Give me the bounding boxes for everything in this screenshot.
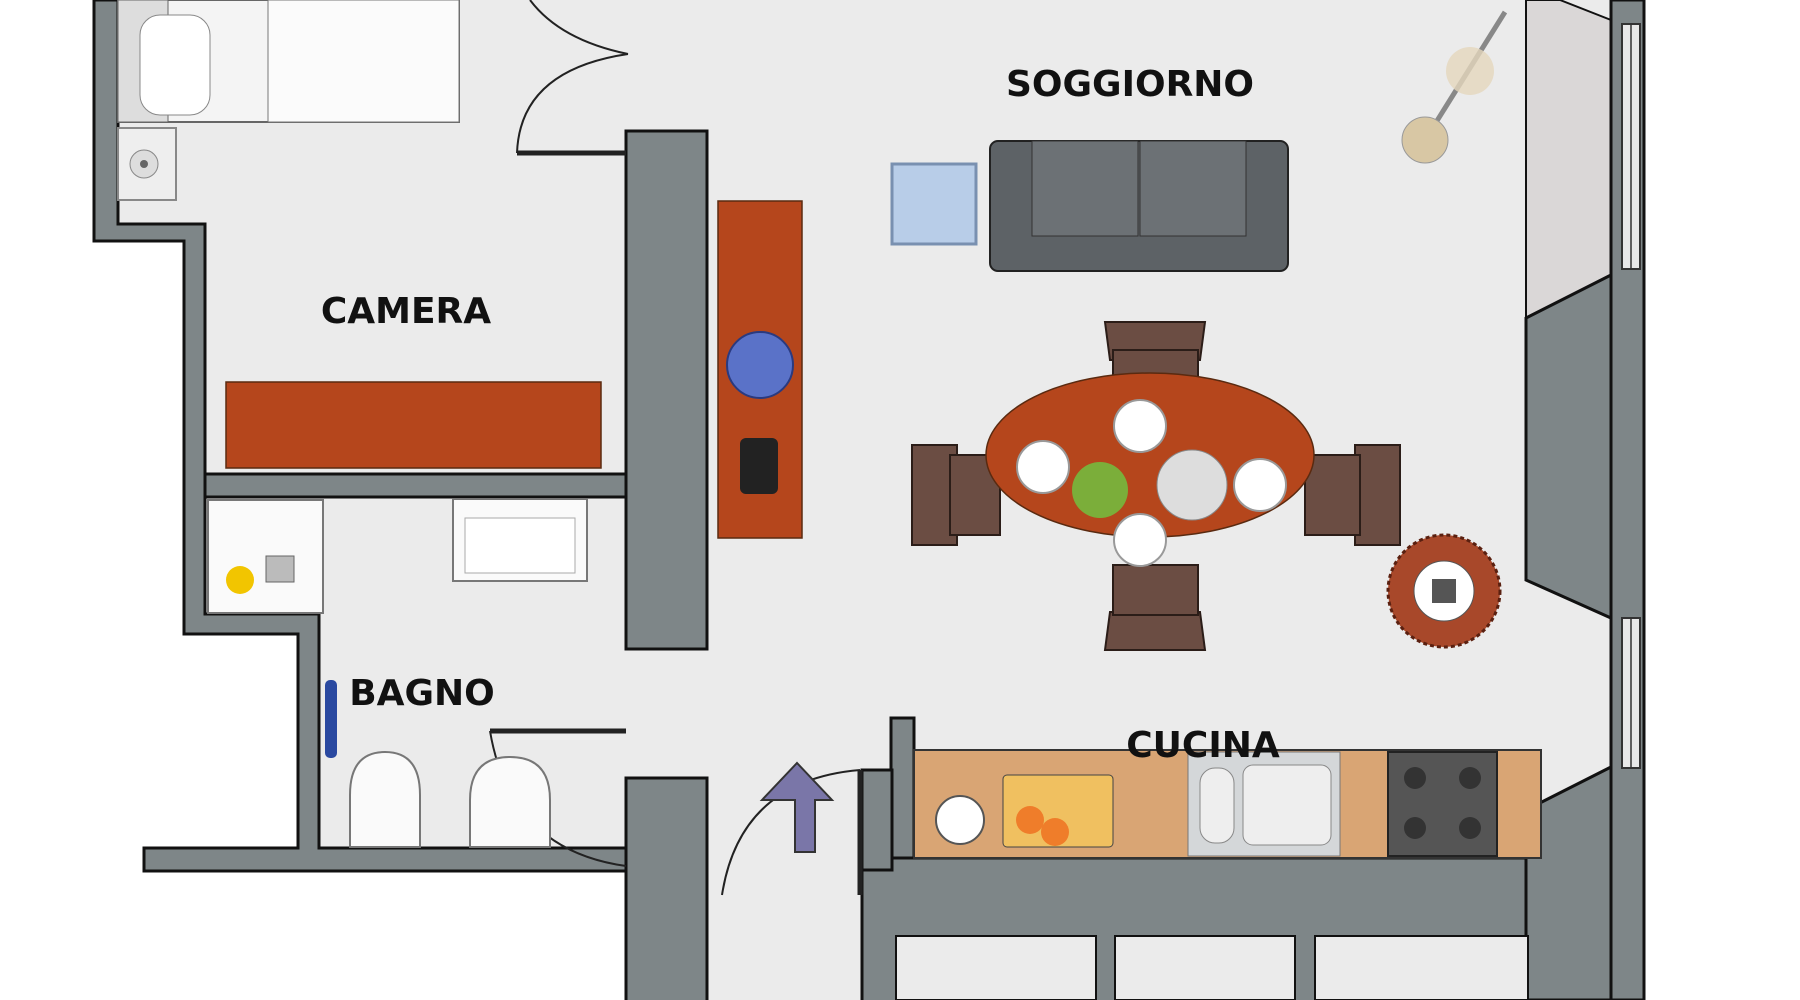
sofa bbox=[989, 140, 1289, 272]
wall-camera-bagno bbox=[203, 472, 628, 499]
dining-set bbox=[911, 321, 1401, 651]
room-label-bagno: BAGNO bbox=[349, 673, 495, 714]
kitchen-pier bbox=[889, 716, 916, 865]
side-table bbox=[890, 162, 978, 246]
radio bbox=[740, 438, 778, 494]
kitchen-counter bbox=[913, 749, 1542, 859]
room-label-cucina: CUCINA bbox=[1126, 725, 1280, 766]
floor-lamp bbox=[1401, 10, 1508, 164]
stove bbox=[1387, 751, 1498, 857]
towel bbox=[325, 680, 337, 758]
toilet bbox=[349, 750, 421, 848]
entrance-arrow bbox=[759, 761, 835, 853]
entrance-jamb bbox=[860, 768, 894, 872]
bed bbox=[117, 0, 460, 123]
central-wall-lower bbox=[624, 776, 709, 1000]
walls bbox=[92, 0, 1646, 1000]
bidet bbox=[469, 755, 551, 848]
central-wall bbox=[624, 129, 709, 651]
flower-vase bbox=[726, 331, 794, 399]
shower bbox=[207, 499, 324, 614]
washbasin bbox=[452, 498, 588, 582]
nightstand bbox=[117, 127, 177, 201]
desk bbox=[225, 381, 602, 469]
bay-wall bbox=[1524, 272, 1613, 621]
room-label-soggiorno: SOGGIORNO bbox=[1006, 64, 1254, 105]
room-label-camera: CAMERA bbox=[321, 291, 491, 332]
ceiling-lamp bbox=[1386, 533, 1502, 649]
